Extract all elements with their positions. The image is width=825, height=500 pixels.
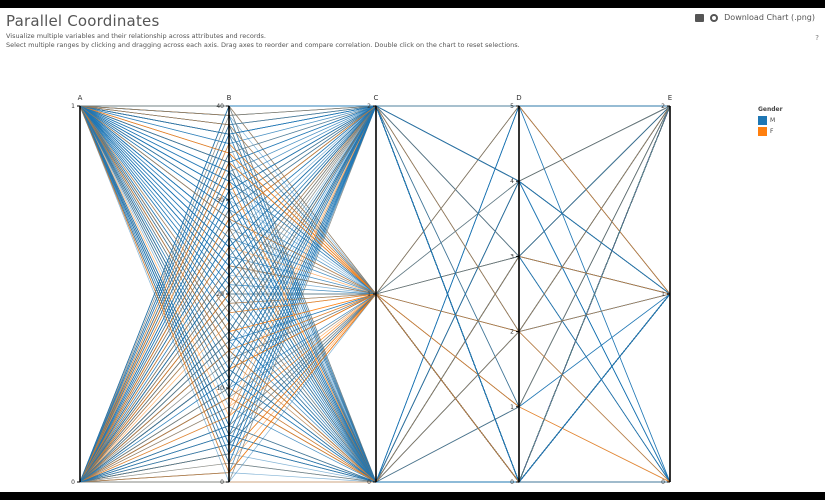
page-title: Parallel Coordinates <box>6 12 160 30</box>
record-line <box>79 434 670 483</box>
axis-a[interactable]: 1 0 A <box>71 94 82 486</box>
axis-title[interactable]: B <box>227 94 232 102</box>
axis-tick-label: 20 <box>216 291 224 298</box>
axis-tick-label: 3 <box>510 253 514 260</box>
record-line <box>79 161 670 483</box>
axis-tick-label: 10 <box>216 385 224 392</box>
axis-tick-label: 0 <box>220 479 224 486</box>
description-line-2: Select multiple ranges by clicking and d… <box>6 41 520 49</box>
record-line <box>79 105 671 474</box>
record-line <box>79 199 671 483</box>
axis-e[interactable]: 2 1 0 E <box>661 94 672 486</box>
axis-tick-label: 2 <box>367 103 371 110</box>
axis-tick-label: 0 <box>661 479 665 486</box>
axis-title[interactable]: E <box>668 94 672 102</box>
record-line <box>79 105 670 361</box>
axis-c[interactable]: 2 1 0 C <box>367 94 378 486</box>
legend-title: Gender <box>758 106 783 113</box>
download-button[interactable]: Download Chart (.png) <box>724 13 815 22</box>
description-line-1: Visualize multiple variables and their r… <box>6 32 266 40</box>
legend: Gender M F <box>758 106 783 138</box>
legend-item-m[interactable]: M <box>758 116 783 125</box>
record-line <box>79 199 670 483</box>
axis-tick-label: 2 <box>661 103 665 110</box>
chart-description: Visualize multiple variables and their r… <box>6 32 520 50</box>
axis-tick-label: 2 <box>510 329 514 336</box>
axis-tick-label: 4 <box>510 178 514 185</box>
axis-title[interactable]: A <box>78 94 83 102</box>
axis-d[interactable]: 5 4 3 2 1 0 D <box>510 94 522 486</box>
axis-tick-label: 0 <box>510 479 514 486</box>
axis-tick-label: 1 <box>71 103 75 110</box>
axis-tick-label: 5 <box>510 103 514 110</box>
record-line <box>79 133 671 483</box>
axis-tick-label: 1 <box>661 291 665 298</box>
axis-tick-label: 40 <box>216 103 224 110</box>
record-line <box>79 105 671 295</box>
record-line <box>79 105 671 455</box>
axis-tick-label: 0 <box>71 479 75 486</box>
record-line <box>79 105 671 427</box>
axis-tick-label: 1 <box>367 291 371 298</box>
axis-tick-label: 30 <box>216 197 224 204</box>
legend-item-f[interactable]: F <box>758 127 783 136</box>
record-line <box>79 133 671 483</box>
record-line <box>79 161 671 483</box>
help-icon[interactable]: ? <box>815 34 819 42</box>
toolbar: Download Chart (.png) <box>695 13 815 22</box>
chart-panel: Parallel Coordinates Download Chart (.pn… <box>0 8 825 492</box>
record-line <box>79 105 671 455</box>
axis-tick-label: 0 <box>367 479 371 486</box>
legend-label-m: M <box>770 117 776 124</box>
legend-swatch-m <box>758 116 767 125</box>
gear-icon[interactable] <box>710 13 719 22</box>
axis-title[interactable]: D <box>516 94 521 102</box>
axis-b[interactable]: 40 30 20 10 0 B <box>216 94 231 486</box>
axis-tick-label: 1 <box>510 404 514 411</box>
camera-icon[interactable] <box>695 13 705 22</box>
legend-swatch-f <box>758 127 767 136</box>
legend-label-f: F <box>770 128 774 135</box>
axis-title[interactable]: C <box>374 94 379 102</box>
